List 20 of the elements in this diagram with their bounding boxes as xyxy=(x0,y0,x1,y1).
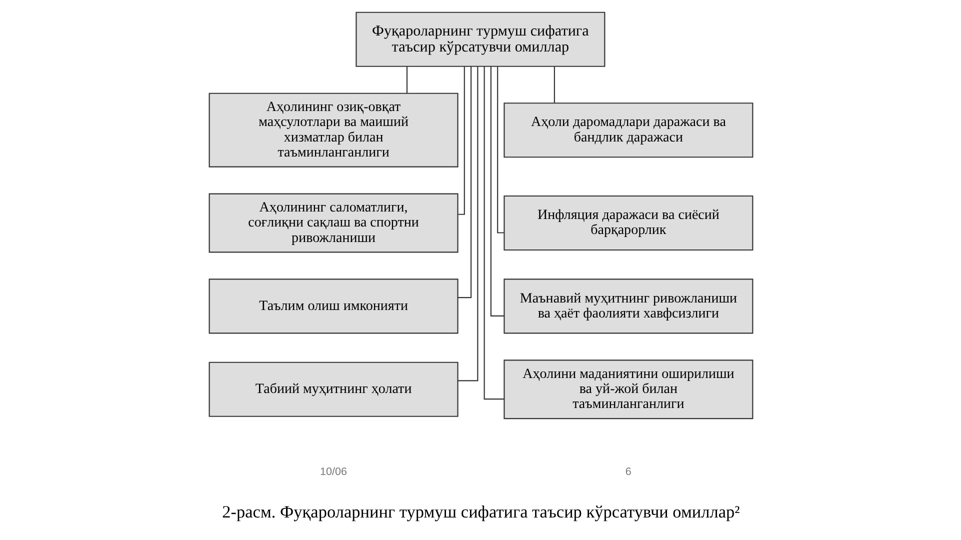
connector xyxy=(457,66,472,298)
node-box: Инфляция даражаси ва сиёсий барқарорлик xyxy=(503,195,753,251)
node-box: Таълим олиш имконияти xyxy=(208,278,458,334)
node-box: Аҳолининг саломатлиги, соғлиқни сақлаш ва спортни ривожланиши xyxy=(208,193,458,253)
connector xyxy=(458,66,464,215)
connector xyxy=(483,66,504,400)
connector xyxy=(553,66,554,103)
connector xyxy=(496,66,504,234)
node-box: Фуқароларнинг турмуш сифатига таъсир кўрсатувчи омиллар xyxy=(355,12,605,67)
label: 6 xyxy=(624,466,631,478)
connector xyxy=(490,66,504,316)
node-box: Аҳолининг озиқ-овқат маҳсулотлари ва маиший хизматлар билан таъминланганлиги xyxy=(208,92,458,168)
node-box: Аҳолини маданиятини оширилиши ва уй-жой билан таъминланганлиги xyxy=(503,360,753,420)
caption: 2-расм. Фуқароларнинг турмуш сифатига таъсир кўрсатувчи омиллар² xyxy=(222,502,740,522)
connector xyxy=(457,66,478,382)
node-box: Табиий муҳитнинг ҳолати xyxy=(208,362,458,417)
connector xyxy=(406,66,408,94)
label: 10/06 xyxy=(320,466,347,478)
node-box: Маънавий муҳитнинг ривожланиши ва ҳаёт фаолияти хавфсизлиги xyxy=(503,278,753,334)
node-box: Аҳоли даромадлари даражаси ва бандлик даражаси xyxy=(503,102,753,158)
